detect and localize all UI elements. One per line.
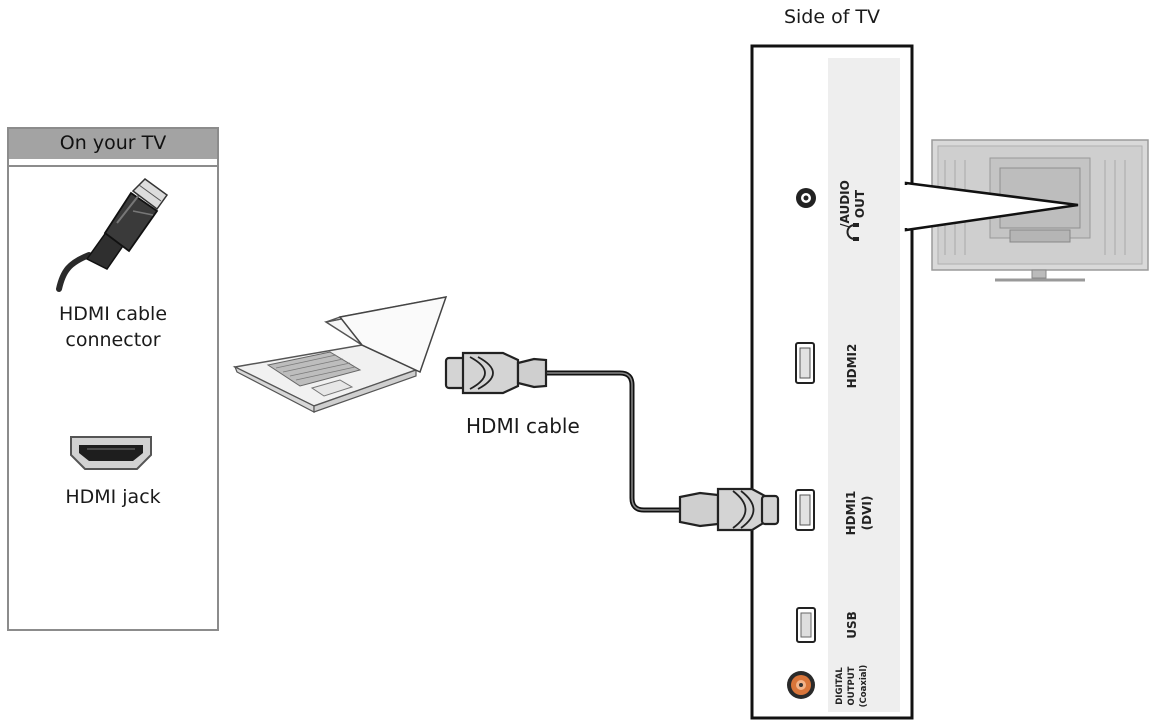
- tv-side-title: Side of TV: [783, 6, 881, 28]
- tv-side-panel: [750, 44, 914, 720]
- hdmi-connector-right: [678, 487, 780, 532]
- digital-output-port: [787, 671, 815, 699]
- connector-caption-line2: connector: [65, 329, 161, 351]
- headphone-icon: [846, 223, 859, 241]
- hdmi1-port: [795, 489, 815, 531]
- legend-header: On your TV: [9, 129, 217, 159]
- hdmi-jack-icon: [70, 436, 152, 470]
- audio-out-label: /AUDIO OUT: [838, 164, 874, 244]
- hdmi1-line1: HDMI1: [844, 490, 858, 536]
- jack-caption: HDMI jack: [65, 486, 161, 508]
- hdmi-connector-left: [444, 351, 548, 395]
- hdmi-cable-icon: [444, 351, 780, 532]
- hdmi-plug-icon: [56, 178, 169, 292]
- audio-out-line2: OUT: [853, 189, 867, 219]
- digital-output-line1: DIGITAL: [835, 667, 845, 705]
- digital-output-line2: OUTPUT: [847, 666, 857, 706]
- hdmi1-line2: (DVI): [860, 495, 874, 531]
- laptop-icon: [232, 296, 448, 413]
- audio-out-port: [796, 188, 816, 208]
- hdmi2-label: HDMI2: [845, 343, 859, 389]
- usb-label: USB: [845, 611, 859, 639]
- cable-label: HDMI cable: [466, 414, 580, 438]
- usb-port: [796, 607, 816, 643]
- hdmi1-label: HDMI1 (DVI): [843, 481, 877, 545]
- digital-output-label: DIGITAL OUTPUT (Coaxial): [834, 657, 872, 715]
- hdmi2-port: [795, 342, 815, 384]
- digital-output-line3: (Coaxial): [859, 664, 869, 708]
- audio-out-line1: /AUDIO: [838, 180, 852, 228]
- legend-panel: On your TV HDMI cable connector HDMI jac…: [7, 127, 219, 631]
- connector-caption-line1: HDMI cable: [58, 303, 168, 325]
- legend-divider: [9, 165, 217, 167]
- legend-header-gap: [9, 159, 217, 165]
